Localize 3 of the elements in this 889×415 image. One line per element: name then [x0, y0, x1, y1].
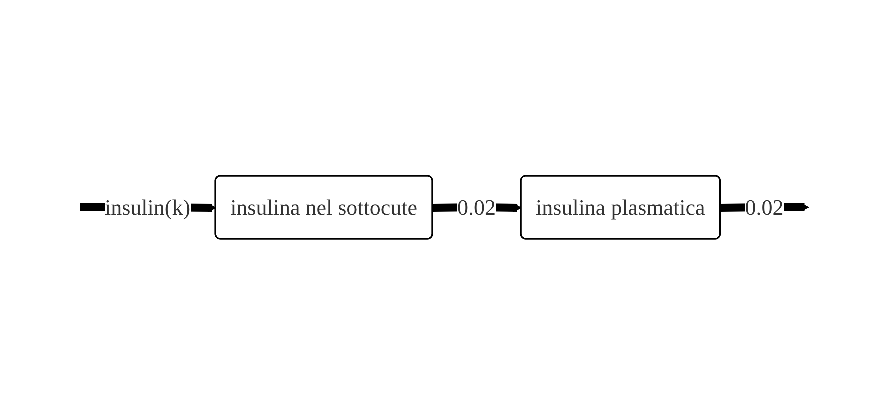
edge-label: insulin(k): [105, 195, 191, 220]
edge-label: 0.02: [458, 195, 496, 220]
edge-label: 0.02: [745, 195, 784, 220]
